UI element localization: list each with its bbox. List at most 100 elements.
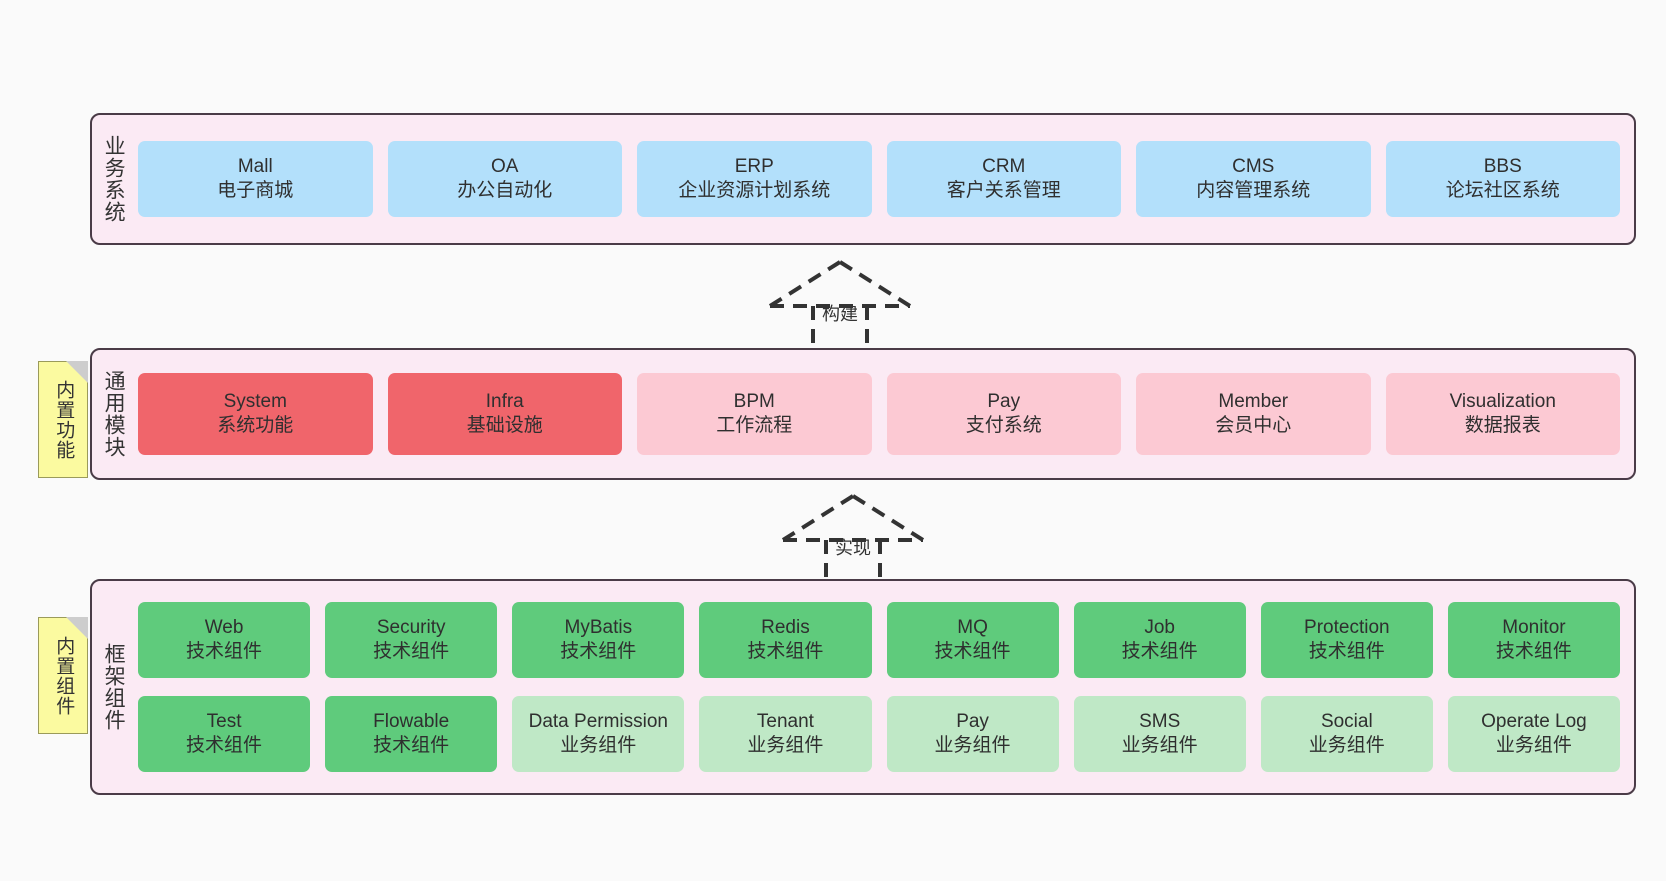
card-title: Member <box>1218 390 1289 412</box>
card-title: Monitor <box>1502 616 1566 638</box>
card-subtitle: 会员中心 <box>1215 415 1292 436</box>
module-card-system[interactable]: System 系统功能 <box>138 373 373 455</box>
card-subtitle: 业务组件 <box>1308 735 1385 756</box>
connector-label-realize: 实现 <box>835 538 871 558</box>
card-title: MyBatis <box>564 616 633 638</box>
component-card-protection[interactable]: Protection 技术组件 <box>1260 602 1433 678</box>
card-subtitle: 业务组件 <box>560 735 637 756</box>
module-card-oa[interactable]: OA 办公自动化 <box>387 141 622 217</box>
component-card-redis[interactable]: Redis 技术组件 <box>699 602 872 678</box>
card-subtitle: 业务组件 <box>747 735 824 756</box>
layer-title-framework-component: 框架组件 <box>102 643 126 731</box>
component-card-web[interactable]: Web 技术组件 <box>138 602 311 678</box>
module-card-erp[interactable]: ERP 企业资源计划系统 <box>637 141 872 217</box>
component-card-sms[interactable]: SMS 业务组件 <box>1073 696 1246 772</box>
connector-build: 构建 <box>750 258 930 358</box>
card-subtitle: 技术组件 <box>373 641 450 662</box>
card-subtitle: 技术组件 <box>1308 641 1385 662</box>
card-title: Tenant <box>756 710 814 732</box>
card-title: Operate Log <box>1481 710 1587 732</box>
card-subtitle: 办公自动化 <box>457 180 553 201</box>
sticky-note-built-in-component: 内置组件 <box>38 617 88 734</box>
card-title: Flowable <box>373 710 450 732</box>
card-subtitle: 业务组件 <box>1121 735 1198 756</box>
card-title: CMS <box>1232 155 1275 177</box>
component-card-mq[interactable]: MQ 技术组件 <box>886 602 1059 678</box>
card-subtitle: 数据报表 <box>1464 415 1541 436</box>
card-subtitle: 企业资源计划系统 <box>678 180 831 201</box>
module-card-member[interactable]: Member 会员中心 <box>1136 373 1371 455</box>
card-title: BBS <box>1483 155 1522 177</box>
component-card-pay[interactable]: Pay 业务组件 <box>886 696 1059 772</box>
layer-business-system: 业务系统 Mall 电子商城 OA 办公自动化 ERP 企业资源计划系统 CRM… <box>90 113 1636 245</box>
card-row: Web 技术组件 Security 技术组件 MyBatis 技术组件 Redi… <box>138 602 1620 678</box>
card-subtitle: 技术组件 <box>560 641 637 662</box>
card-title: Web <box>204 616 244 638</box>
card-title: Pay <box>987 390 1021 412</box>
card-title: Social <box>1320 710 1373 732</box>
generalization-arrowhead-left <box>768 260 842 308</box>
card-title: System <box>223 390 287 412</box>
card-title: Job <box>1144 616 1175 638</box>
card-title: BPM <box>733 390 775 412</box>
module-card-visualization[interactable]: Visualization 数据报表 <box>1385 373 1620 455</box>
card-row: Mall 电子商城 OA 办公自动化 ERP 企业资源计划系统 CRM 客户关系… <box>138 141 1620 217</box>
card-title: ERP <box>734 155 774 177</box>
card-title: Redis <box>761 616 810 638</box>
card-title: Security <box>376 616 446 638</box>
module-card-bbs[interactable]: BBS 论坛社区系统 <box>1385 141 1620 217</box>
component-card-data-permission[interactable]: Data Permission 业务组件 <box>512 696 685 772</box>
card-title: SMS <box>1139 710 1181 732</box>
layer-common-module: 通用模块 System 系统功能 Infra 基础设施 BPM 工作流程 Pay… <box>90 348 1636 480</box>
card-subtitle: 基础设施 <box>466 415 543 436</box>
connector-label-build: 构建 <box>822 304 858 324</box>
card-subtitle: 内容管理系统 <box>1196 180 1311 201</box>
card-title: Visualization <box>1449 390 1556 412</box>
card-row: Test 技术组件 Flowable 技术组件 Data Permission … <box>138 696 1620 772</box>
layer-title-common-module: 通用模块 <box>102 370 126 458</box>
card-title: Pay <box>956 710 989 732</box>
card-row: System 系统功能 Infra 基础设施 BPM 工作流程 Pay 支付系统… <box>138 373 1620 455</box>
module-card-mall[interactable]: Mall 电子商城 <box>138 141 373 217</box>
component-card-tenant[interactable]: Tenant 业务组件 <box>699 696 872 772</box>
component-card-mybatis[interactable]: MyBatis 技术组件 <box>512 602 685 678</box>
card-title: MQ <box>957 616 988 638</box>
component-card-security[interactable]: Security 技术组件 <box>325 602 498 678</box>
sticky-note-built-in-function: 内置功能 <box>38 361 88 478</box>
module-card-infra[interactable]: Infra 基础设施 <box>387 373 622 455</box>
card-subtitle: 业务组件 <box>934 735 1011 756</box>
card-subtitle: 论坛社区系统 <box>1445 180 1560 201</box>
card-title: Test <box>206 710 242 732</box>
component-card-job[interactable]: Job 技术组件 <box>1073 602 1246 678</box>
layer-body-business-system: Mall 电子商城 OA 办公自动化 ERP 企业资源计划系统 CRM 客户关系… <box>134 115 1634 243</box>
card-title: Protection <box>1304 616 1390 638</box>
generalization-arrowhead-right <box>851 494 925 542</box>
card-subtitle: 系统功能 <box>217 415 294 436</box>
card-subtitle: 技术组件 <box>747 641 824 662</box>
layer-body-framework-component: Web 技术组件 Security 技术组件 MyBatis 技术组件 Redi… <box>134 581 1634 793</box>
component-card-test[interactable]: Test 技术组件 <box>138 696 311 772</box>
module-card-pay[interactable]: Pay 支付系统 <box>886 373 1121 455</box>
card-subtitle: 电子商城 <box>217 180 294 201</box>
module-card-bpm[interactable]: BPM 工作流程 <box>637 373 872 455</box>
component-card-operate-log[interactable]: Operate Log 业务组件 <box>1447 696 1620 772</box>
component-card-flowable[interactable]: Flowable 技术组件 <box>325 696 498 772</box>
generalization-arrowhead-left <box>781 494 855 542</box>
connector-realize: 实现 <box>763 492 943 592</box>
card-title: Mall <box>237 155 273 177</box>
component-card-social[interactable]: Social 业务组件 <box>1260 696 1433 772</box>
component-card-monitor[interactable]: Monitor 技术组件 <box>1447 602 1620 678</box>
card-subtitle: 客户关系管理 <box>946 180 1061 201</box>
card-subtitle: 技术组件 <box>373 735 450 756</box>
card-title: OA <box>491 155 519 177</box>
generalization-arrowhead-right <box>838 260 912 308</box>
card-subtitle: 技术组件 <box>1121 641 1198 662</box>
module-card-cms[interactable]: CMS 内容管理系统 <box>1136 141 1371 217</box>
layer-title-business-system: 业务系统 <box>102 135 126 223</box>
card-subtitle: 技术组件 <box>186 735 263 756</box>
card-subtitle: 技术组件 <box>934 641 1011 662</box>
module-card-crm[interactable]: CRM 客户关系管理 <box>886 141 1121 217</box>
card-subtitle: 支付系统 <box>965 415 1042 436</box>
card-title: Infra <box>485 390 524 412</box>
